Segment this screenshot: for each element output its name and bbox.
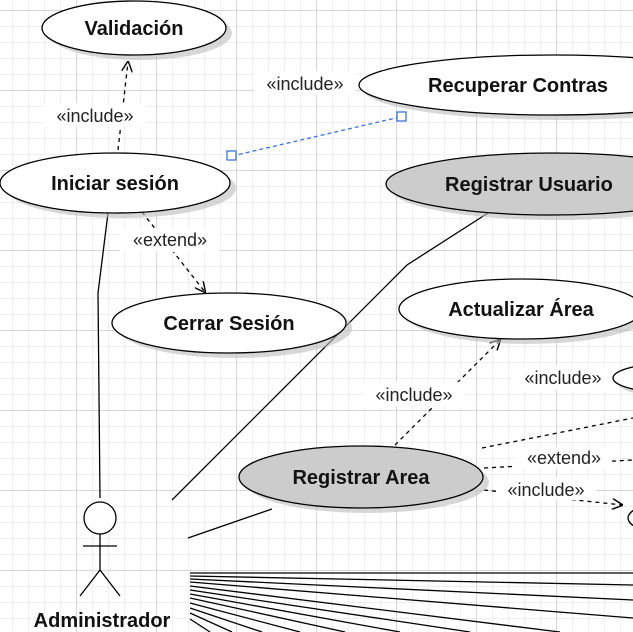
- association-line[interactable]: [189, 612, 233, 632]
- association-line[interactable]: [189, 597, 346, 632]
- use-case-registrar-area[interactable]: Registrar Area: [238, 445, 489, 513]
- use-case-label: Actualizar Área: [448, 298, 594, 321]
- use-case-iniciar-sesion[interactable]: Iniciar sesión: [0, 152, 236, 218]
- associations: [97, 212, 633, 632]
- association-line[interactable]: [189, 602, 301, 632]
- association-iniciar-sesion-lower[interactable]: [97, 292, 101, 499]
- association-line[interactable]: [189, 589, 471, 632]
- extend-label: «extend»: [527, 448, 601, 468]
- use-case-label: Registrar Usuario: [445, 174, 613, 196]
- association-registrar-area[interactable]: [187, 508, 273, 539]
- include-validacion-arrow[interactable]: [117, 62, 128, 151]
- use-case-label: Recuperar Contras: [428, 75, 608, 97]
- use-case-recuperar-contrasena[interactable]: Recuperar Contras: [358, 54, 633, 120]
- association-line[interactable]: [189, 585, 561, 632]
- include-label: «include»: [375, 385, 452, 405]
- actor-administrador[interactable]: Administrador: [34, 501, 171, 632]
- use-case-registrar-usuario[interactable]: Registrar Usuario: [385, 152, 633, 220]
- actor-label: Administrador: [34, 610, 171, 632]
- association-line[interactable]: [189, 575, 633, 586]
- use-case-partial-right-bottom[interactable]: [627, 498, 633, 538]
- use-case-actualizar-area[interactable]: Actualizar Área: [398, 278, 633, 344]
- selected-include-recuperar[interactable]: [226, 111, 407, 161]
- include-right-top-line[interactable]: [481, 417, 633, 449]
- association-line[interactable]: [189, 578, 633, 601]
- association-line[interactable]: [189, 581, 633, 619]
- association-registrar-usuario[interactable]: [171, 212, 489, 501]
- actor-head: [83, 501, 117, 535]
- edge-labels: «include» «include» «extend» «include» «…: [44, 71, 614, 500]
- association-line[interactable]: [189, 618, 211, 632]
- use-case-partial-right-top[interactable]: [612, 362, 633, 399]
- include-label: «include»: [266, 74, 343, 94]
- association-line[interactable]: [189, 607, 263, 632]
- include-label: «include»: [56, 106, 133, 126]
- edge-handle[interactable]: [226, 150, 237, 161]
- association-line[interactable]: [189, 593, 401, 632]
- include-recuperar-line[interactable]: [231, 116, 401, 157]
- use-case-label: Cerrar Sesión: [163, 313, 294, 335]
- association-iniciar-sesion[interactable]: [97, 212, 109, 294]
- include-label: «include»: [524, 368, 601, 388]
- association-fan: [189, 572, 633, 632]
- include-right-bottom-arrow[interactable]: [483, 489, 622, 505]
- use-case-label: Iniciar sesión: [51, 173, 179, 195]
- use-case-label: Registrar Area: [292, 467, 430, 489]
- use-case-validacion[interactable]: Validación: [41, 0, 232, 60]
- use-case-label: Validación: [85, 18, 184, 40]
- include-label: «include»: [507, 480, 584, 500]
- edge-handle[interactable]: [396, 111, 407, 122]
- extend-label: «extend»: [133, 230, 207, 250]
- use-case-cerrar-sesion[interactable]: Cerrar Sesión: [111, 292, 352, 358]
